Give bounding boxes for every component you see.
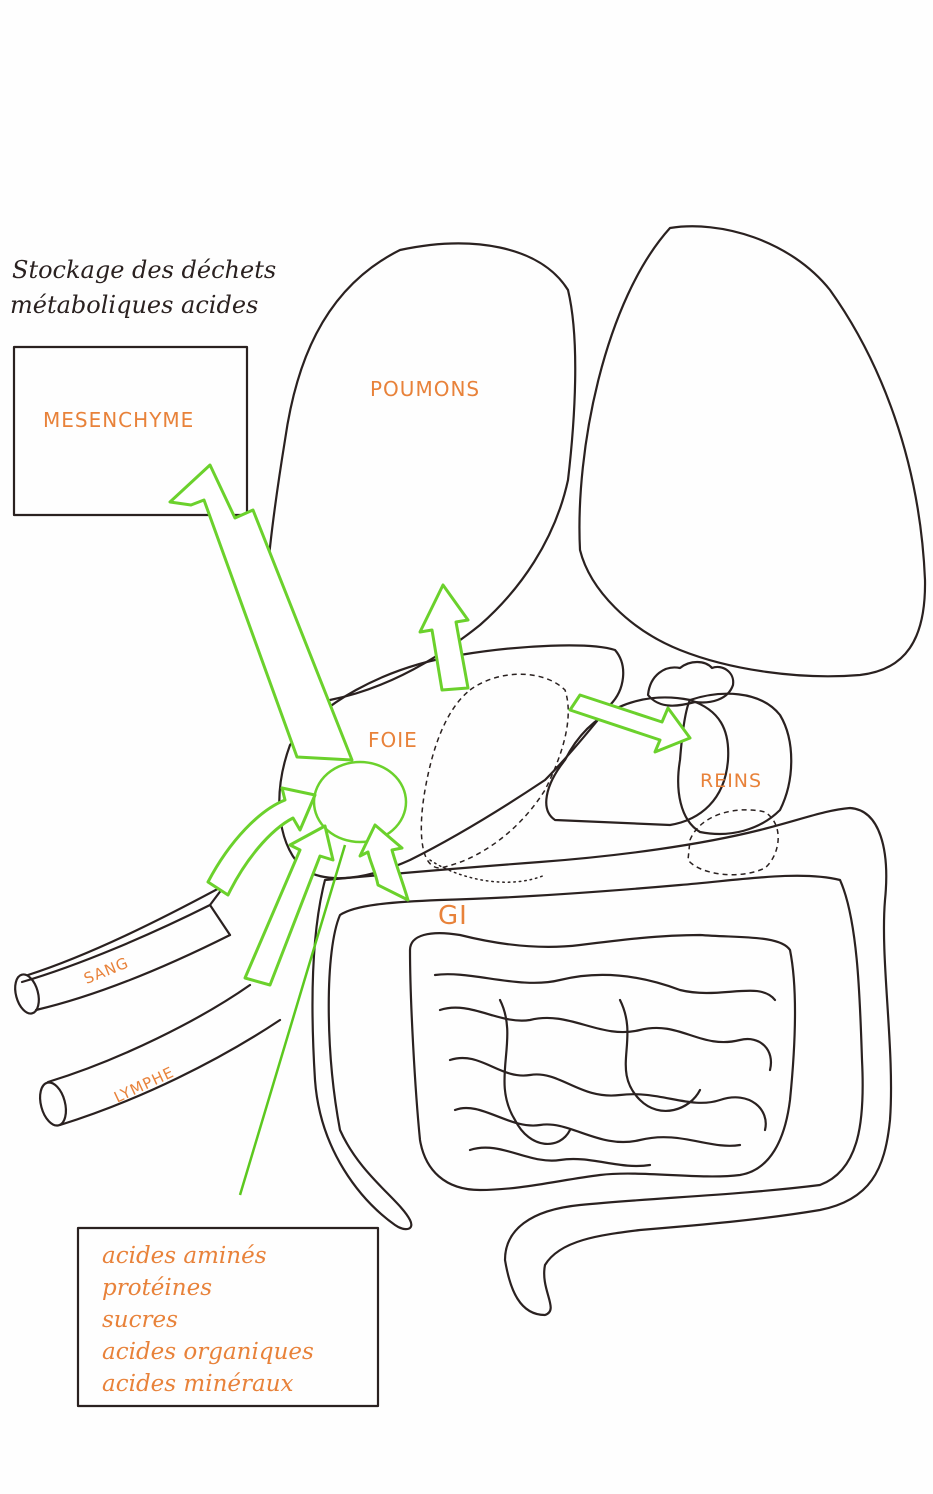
dashed-region <box>421 674 568 868</box>
nutrient-item: acides organiques <box>102 1336 314 1368</box>
lymph-vessel-opening <box>36 1080 71 1129</box>
small-intestine <box>410 933 795 1190</box>
nutrients-list: acides aminés protéines sucres acides or… <box>102 1240 314 1400</box>
arrow-to-mesenchyme <box>170 465 352 760</box>
lungs-label: POUMONS <box>370 379 480 399</box>
arrow-from-gi <box>360 825 408 900</box>
lymph-vessel <box>48 985 250 1082</box>
kidney <box>678 694 791 834</box>
mesenchyme-label: MESENCHYME <box>43 410 194 430</box>
storage-caption-line1: Stockage des déchets <box>12 258 276 282</box>
liver-label: FOIE <box>368 730 418 750</box>
storage-caption-line2: métaboliques acides <box>10 293 258 317</box>
nutrient-item: acides minéraux <box>102 1368 314 1400</box>
blood-vessel-end <box>210 905 230 935</box>
nutrient-item: acides aminés <box>102 1240 314 1272</box>
kidneys-label: REINS <box>700 772 762 791</box>
nutrient-item: sucres <box>102 1304 314 1336</box>
right-lung <box>579 226 925 676</box>
liver-inner-circle <box>314 762 406 842</box>
gi-label: GI <box>438 903 468 929</box>
blood-vessel-lower <box>36 935 230 1010</box>
arrow-to-lungs <box>420 585 468 690</box>
nutrient-item: protéines <box>102 1272 314 1304</box>
